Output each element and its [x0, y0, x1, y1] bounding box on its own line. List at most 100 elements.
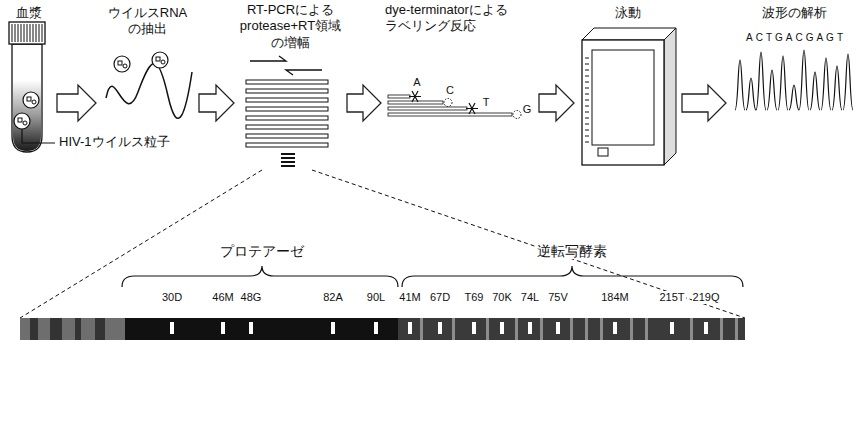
labeling-strands: [513, 111, 521, 119]
genome-bar: [331, 322, 335, 334]
genome-bar: [720, 318, 723, 340]
mutation-label: 70K: [491, 291, 513, 304]
genome-bar: [420, 318, 423, 340]
plasma-tube: [23, 92, 39, 108]
genome-bar: [613, 322, 617, 334]
genome-bar: [690, 318, 693, 340]
plasma-tube: [9, 22, 45, 44]
pcr-products: [281, 161, 295, 163]
labeling-strands: [388, 107, 467, 110]
mutation-label: 184M: [600, 291, 630, 304]
genome-bar: [528, 322, 532, 334]
mutation-label: 75V: [547, 291, 569, 304]
genome-bar: [30, 318, 38, 340]
base-letter: A: [412, 76, 421, 89]
base-letter: T: [482, 96, 491, 109]
sequence-text: ACTGACGAGT: [745, 32, 847, 44]
mutation-label: 41M: [398, 291, 421, 304]
pcr-products: [246, 125, 328, 129]
plasma-tube: [12, 44, 42, 152]
pcr-products: [246, 143, 328, 147]
sequencer: [585, 58, 589, 142]
mutation-label: 82A: [322, 291, 344, 304]
genome-bar: [472, 322, 476, 334]
step-node: dye-terminatorによる ラベリング反応: [383, 2, 537, 127]
mutation-label: 48G: [240, 291, 263, 304]
genome-bar: [398, 318, 745, 340]
plasma-tube: [9, 22, 45, 152]
genome-bar: [408, 322, 412, 334]
step-node: 泳動: [576, 5, 680, 168]
genome-bar: [515, 318, 518, 340]
step-node: RT-PCRによる protease+RT領域 の増幅: [236, 2, 345, 168]
mutation-label: 215T: [658, 291, 685, 304]
mutation-label: T69: [464, 291, 485, 304]
plasma-tube: [12, 24, 42, 42]
pcr-products: [246, 89, 328, 93]
genome-bar: [570, 318, 573, 340]
genome-bar: [221, 322, 225, 334]
genome-bar: [500, 322, 504, 334]
genome-bar: [170, 322, 174, 334]
mutation-label: 67D: [429, 291, 451, 304]
chromatogram: [735, 50, 853, 110]
region-label: プロテアーゼ: [219, 243, 305, 259]
labeling-strands: [388, 95, 410, 98]
pcr-products: [246, 56, 328, 167]
genome-bar: [540, 318, 543, 340]
genome-bar: [374, 322, 378, 334]
sequencer: [582, 28, 676, 165]
pcr-products: [281, 153, 295, 155]
genome-bar: [125, 318, 398, 340]
mutation-label: 90L: [366, 291, 386, 304]
step-node: ウイルスRNA の抽出: [98, 5, 197, 130]
leader-line: [22, 129, 55, 143]
pcr-products: [246, 98, 328, 102]
mutation-label: 219Q: [692, 291, 721, 304]
chromatogram: [735, 50, 853, 110]
genome-bar: [95, 318, 105, 340]
region-label: 逆転写酵素: [536, 243, 608, 259]
sequencer: [598, 148, 608, 156]
viral-rna: [106, 52, 192, 118]
sequencer: [592, 50, 654, 145]
base-letter: G: [522, 103, 533, 116]
leader-line: [22, 129, 55, 143]
pcr-products: [250, 56, 286, 61]
sequencer: [664, 28, 676, 165]
genome-bar: [20, 318, 125, 340]
plasma-tube: [13, 80, 41, 151]
region-brace: [402, 266, 743, 287]
genome-bar: [630, 318, 633, 340]
genome-bar: [670, 322, 674, 334]
pcr-products: [281, 165, 295, 167]
labeling-strands: [388, 101, 443, 104]
callout-label: HIV-1ウイルス粒子: [58, 135, 171, 150]
zoom-lines: [20, 170, 745, 318]
step-caption: RT-PCRによる protease+RT領域 の増幅: [236, 2, 345, 51]
genome-bar: [452, 318, 455, 340]
step-node: 血漿: [3, 5, 55, 155]
mutation-label: 46M: [211, 291, 234, 304]
viral-rna: [152, 52, 168, 68]
plasma-tube: [14, 113, 30, 129]
sequencer: [582, 40, 664, 165]
genome-bar: [645, 318, 648, 340]
genome-bar: [704, 322, 708, 334]
genome-bar: [556, 322, 560, 334]
genome-bar: [20, 318, 745, 340]
genome-bar: [486, 318, 489, 340]
genome-bar: [75, 318, 81, 340]
labeling-strands: [466, 103, 478, 114]
labeling-strands: [444, 99, 452, 107]
labeling-strands: [409, 91, 421, 102]
pcr-products: [246, 107, 328, 111]
mutation-label: 74L: [520, 291, 540, 304]
step-caption: 血漿: [3, 5, 55, 21]
genome-bar: [735, 318, 738, 340]
step-arrow: [199, 85, 234, 121]
labeling-strands: [388, 113, 512, 116]
